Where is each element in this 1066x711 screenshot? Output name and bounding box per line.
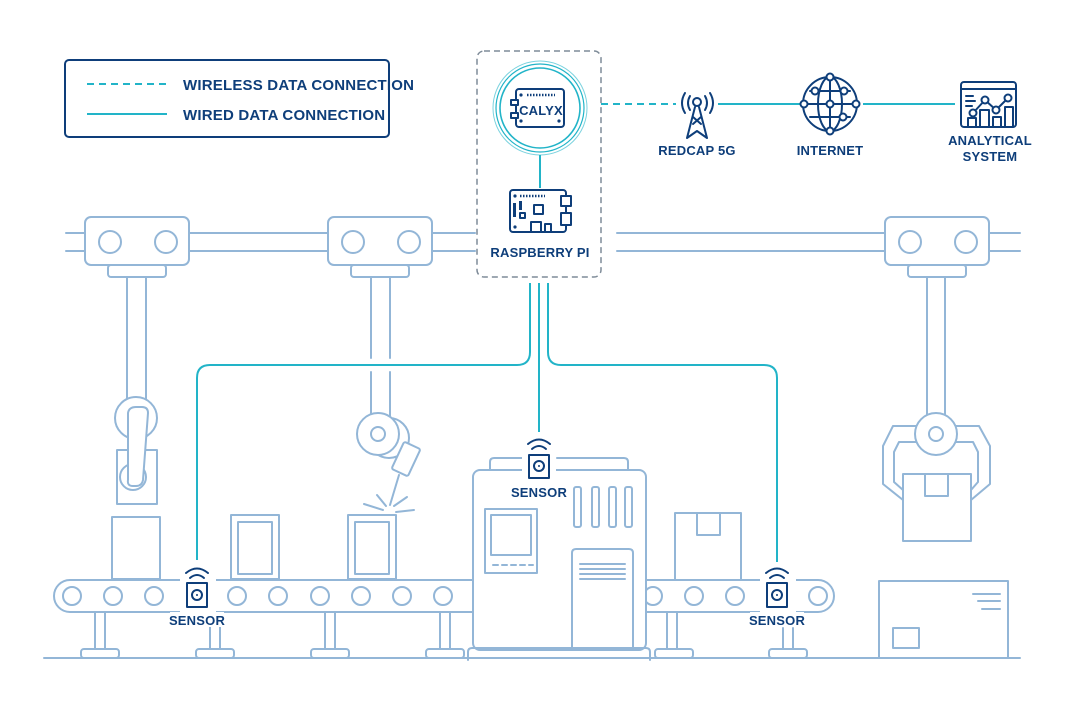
product-box xyxy=(674,512,742,581)
wire-to-right-sensor xyxy=(547,283,778,562)
processing-machine xyxy=(467,457,651,661)
internet-label: INTERNET xyxy=(797,143,864,158)
robot-arm-gripper xyxy=(882,216,991,542)
redcap-label: REDCAP 5G xyxy=(658,143,735,158)
network-node-internet[interactable]: INTERNET xyxy=(797,72,864,159)
legend-wireless-label: WIRELESS DATA CONNECTION xyxy=(183,77,414,94)
gripped-box xyxy=(902,473,972,542)
network-node-analytical-system[interactable]: ANALYTICAL SYSTEM xyxy=(948,81,1032,164)
conveyor-right xyxy=(643,512,835,659)
calyx-label: CALYX xyxy=(519,103,563,118)
legend-box xyxy=(64,59,390,138)
sensor-machine[interactable]: SENSOR xyxy=(511,438,568,501)
conveyor-left xyxy=(53,514,472,659)
sensor-left[interactable]: SENSOR xyxy=(169,567,226,629)
system-label: SYSTEM xyxy=(963,149,1018,164)
robot-arm-welder xyxy=(327,216,433,513)
sensor-label: SENSOR xyxy=(169,613,226,628)
calyx-module[interactable]: CALYX xyxy=(492,60,588,156)
calyx-board-icon xyxy=(510,88,565,128)
analytical-label: ANALYTICAL xyxy=(948,133,1032,148)
legend: WIRELESS DATA CONNECTION WIRED DATA CONN… xyxy=(64,59,414,138)
raspberry-pi-label: RASPBERRY PI xyxy=(490,245,589,260)
legend-wired-label: WIRED DATA CONNECTION xyxy=(183,107,385,124)
sensor-label: SENSOR xyxy=(749,613,806,628)
product-box xyxy=(111,516,161,580)
sensor-label: SENSOR xyxy=(511,485,568,500)
sensor-right[interactable]: SENSOR xyxy=(749,567,806,629)
analytics-dashboard-icon xyxy=(960,81,1017,128)
cell-tower-icon xyxy=(681,92,714,139)
wire-to-left-sensor xyxy=(196,283,531,560)
raspberry-pi-module[interactable]: RASPBERRY PI xyxy=(490,189,589,260)
globe-network-icon xyxy=(799,72,861,136)
network-node-redcap-5g[interactable]: REDCAP 5G xyxy=(658,92,736,158)
robot-arm-left xyxy=(84,216,190,580)
raspberry-pi-board-icon xyxy=(509,189,572,233)
sensor-wires xyxy=(196,283,778,562)
shipping-box xyxy=(878,580,1009,659)
